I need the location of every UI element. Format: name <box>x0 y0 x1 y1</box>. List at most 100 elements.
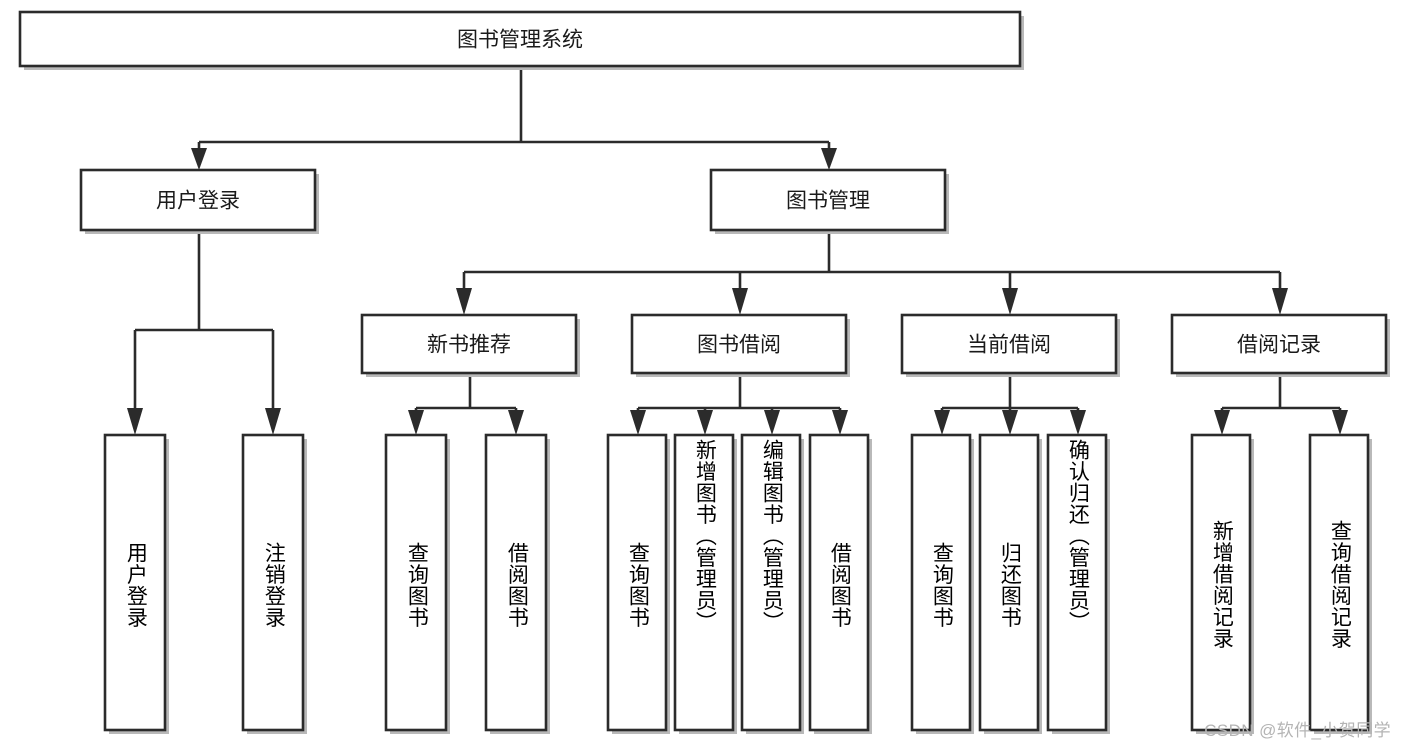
node-leaf-borrow-book-1-label: 借阅图书 <box>505 541 529 628</box>
node-borrow-record[interactable]: 借阅记录 <box>1170 313 1390 377</box>
node-borrow-record-label: 借阅记录 <box>1237 334 1321 357</box>
node-leaf-borrow-book-1-textwrap: 借阅图书 <box>505 541 529 628</box>
node-leaf-query-book-3[interactable]: 查询图书 <box>910 433 974 734</box>
node-leaf-add-book-box <box>673 433 735 732</box>
node-leaf-query-book-3-textwrap: 查询图书 <box>930 541 954 628</box>
node-leaf-add-record-box <box>1190 433 1252 732</box>
arrow-bb-leaf-4 <box>832 410 848 435</box>
node-leaf-return-book[interactable]: 归还图书 <box>978 433 1042 734</box>
node-current-borrow[interactable]: 当前借阅 <box>900 313 1120 377</box>
node-book-borrow-label: 图书借阅 <box>697 334 781 357</box>
arrow-cb-leaf-3 <box>1070 410 1086 435</box>
node-user-login-label: 用户登录 <box>156 190 240 213</box>
arrow-root-to-book-manage <box>821 148 837 170</box>
node-leaf-user-login[interactable]: 用户登录 <box>103 433 169 734</box>
node-current-borrow-label: 当前借阅 <box>967 334 1051 357</box>
node-leaf-query-book-3-label: 查询图书 <box>930 541 954 628</box>
node-leaf-user-login-textwrap: 用户登录 <box>124 541 148 628</box>
node-new-book-recommend-label: 新书推荐 <box>427 334 511 357</box>
edge-group-borrow-record-to-leaves <box>1214 375 1348 435</box>
node-leaf-add-book[interactable]: 新增图书（管理员） <box>673 433 737 734</box>
arrow-bb-leaf-3 <box>764 410 780 435</box>
node-root[interactable]: 图书管理系统 <box>18 10 1024 70</box>
node-leaf-return-book-box <box>978 433 1040 732</box>
node-borrow-record-box <box>1170 313 1388 375</box>
arrow-cb-leaf-2 <box>1002 410 1018 435</box>
node-leaf-query-book-1-box <box>384 433 448 732</box>
node-leaf-query-book-2[interactable]: 查询图书 <box>606 433 670 734</box>
node-book-manage-label: 图书管理 <box>786 190 870 213</box>
node-leaf-query-record-textwrap: 查询借阅记录 <box>1328 520 1352 649</box>
node-leaf-borrow-book-2-box <box>808 433 870 732</box>
node-leaf-query-record-label: 查询借阅记录 <box>1328 520 1352 649</box>
node-leaf-add-book-textwrap: 新增图书（管理员） <box>693 439 717 633</box>
node-leaf-borrow-book-1-box <box>484 433 548 732</box>
node-leaf-user-login-label: 用户登录 <box>124 541 148 628</box>
node-leaf-edit-book-box <box>740 433 802 732</box>
node-leaf-query-book-2-box <box>606 433 668 732</box>
arrow-br-leaf-1 <box>1214 410 1230 435</box>
node-leaf-query-record[interactable]: 查询借阅记录 <box>1308 433 1372 734</box>
node-leaf-query-record-box <box>1308 433 1370 732</box>
node-leaf-logout-login[interactable]: 注销登录 <box>241 433 307 734</box>
node-book-borrow-box <box>630 313 848 375</box>
node-leaf-logout-login-label: 注销登录 <box>262 541 286 628</box>
node-leaf-borrow-book-2[interactable]: 借阅图书 <box>808 433 872 734</box>
node-leaf-logout-login-box <box>241 433 305 732</box>
node-leaf-query-book-3-box <box>910 433 972 732</box>
node-leaf-add-book-label: 新增图书（管理员） <box>693 439 717 633</box>
node-root-box <box>18 10 1022 68</box>
arrow-user-login-leaf-2 <box>265 408 281 435</box>
node-leaf-add-record-label: 新增借阅记录 <box>1210 520 1234 649</box>
node-leaf-query-book-1-label: 查询图书 <box>405 541 429 628</box>
node-leaf-confirm-return-label: 确认归还（管理员） <box>1066 439 1090 633</box>
node-leaf-query-book-2-label: 查询图书 <box>626 541 650 628</box>
node-user-login-box <box>79 168 317 232</box>
arrow-bm-current-borrow <box>1002 288 1018 315</box>
arrow-br-leaf-2 <box>1332 410 1348 435</box>
node-new-book-recommend-box <box>360 313 578 375</box>
edge-group-current-borrow-to-leaves <box>934 375 1086 435</box>
arrow-bb-leaf-2 <box>697 410 713 435</box>
node-leaf-borrow-book-1[interactable]: 借阅图书 <box>484 433 550 734</box>
node-user-login[interactable]: 用户登录 <box>79 168 319 234</box>
arrow-bb-leaf-1 <box>630 410 646 435</box>
edge-group-book-borrow-to-leaves <box>630 375 848 435</box>
node-book-manage[interactable]: 图书管理 <box>709 168 949 234</box>
arrow-bm-book-borrow <box>732 288 748 315</box>
node-leaf-add-record[interactable]: 新增借阅记录 <box>1190 433 1254 734</box>
arrow-nbr-leaf-1 <box>408 410 424 435</box>
node-leaf-logout-login-textwrap: 注销登录 <box>262 541 286 628</box>
edge-group-user-login-to-leaves <box>127 232 281 435</box>
node-leaf-add-record-textwrap: 新增借阅记录 <box>1210 520 1234 649</box>
node-leaf-query-book-1-textwrap: 查询图书 <box>405 541 429 628</box>
node-leaf-confirm-return-box <box>1046 433 1108 732</box>
node-leaf-query-book-1[interactable]: 查询图书 <box>384 433 450 734</box>
edge-group-book-manage-to-level3 <box>456 232 1288 315</box>
arrow-nbr-leaf-2 <box>508 410 524 435</box>
arrow-bm-new-book-recommend <box>456 288 472 315</box>
node-root-label: 图书管理系统 <box>457 29 583 52</box>
node-current-borrow-box <box>900 313 1118 375</box>
node-new-book-recommend[interactable]: 新书推荐 <box>360 313 580 377</box>
node-leaf-confirm-return[interactable]: 确认归还（管理员） <box>1046 433 1110 734</box>
node-leaf-edit-book-label: 编辑图书（管理员） <box>760 439 784 633</box>
edge-group-root-to-level2 <box>191 68 837 170</box>
node-leaf-borrow-book-2-label: 借阅图书 <box>828 541 852 628</box>
node-leaf-user-login-box <box>103 433 167 732</box>
node-book-borrow[interactable]: 图书借阅 <box>630 313 850 377</box>
node-leaf-edit-book[interactable]: 编辑图书（管理员） <box>740 433 804 734</box>
arrow-bm-borrow-record <box>1272 288 1288 315</box>
node-leaf-return-book-label: 归还图书 <box>998 541 1022 628</box>
arrow-user-login-leaf-1 <box>127 408 143 435</box>
csdn-watermark: CSDN @软件_小贺同学 <box>1204 721 1391 740</box>
node-book-manage-box <box>709 168 947 232</box>
node-leaf-confirm-return-textwrap: 确认归还（管理员） <box>1066 439 1090 633</box>
node-leaf-return-book-textwrap: 归还图书 <box>998 541 1022 628</box>
arrow-root-to-user-login <box>191 148 207 170</box>
edge-group-new-book-recommend-to-leaves <box>408 375 524 435</box>
node-leaf-borrow-book-2-textwrap: 借阅图书 <box>828 541 852 628</box>
node-leaf-query-book-2-textwrap: 查询图书 <box>626 541 650 628</box>
